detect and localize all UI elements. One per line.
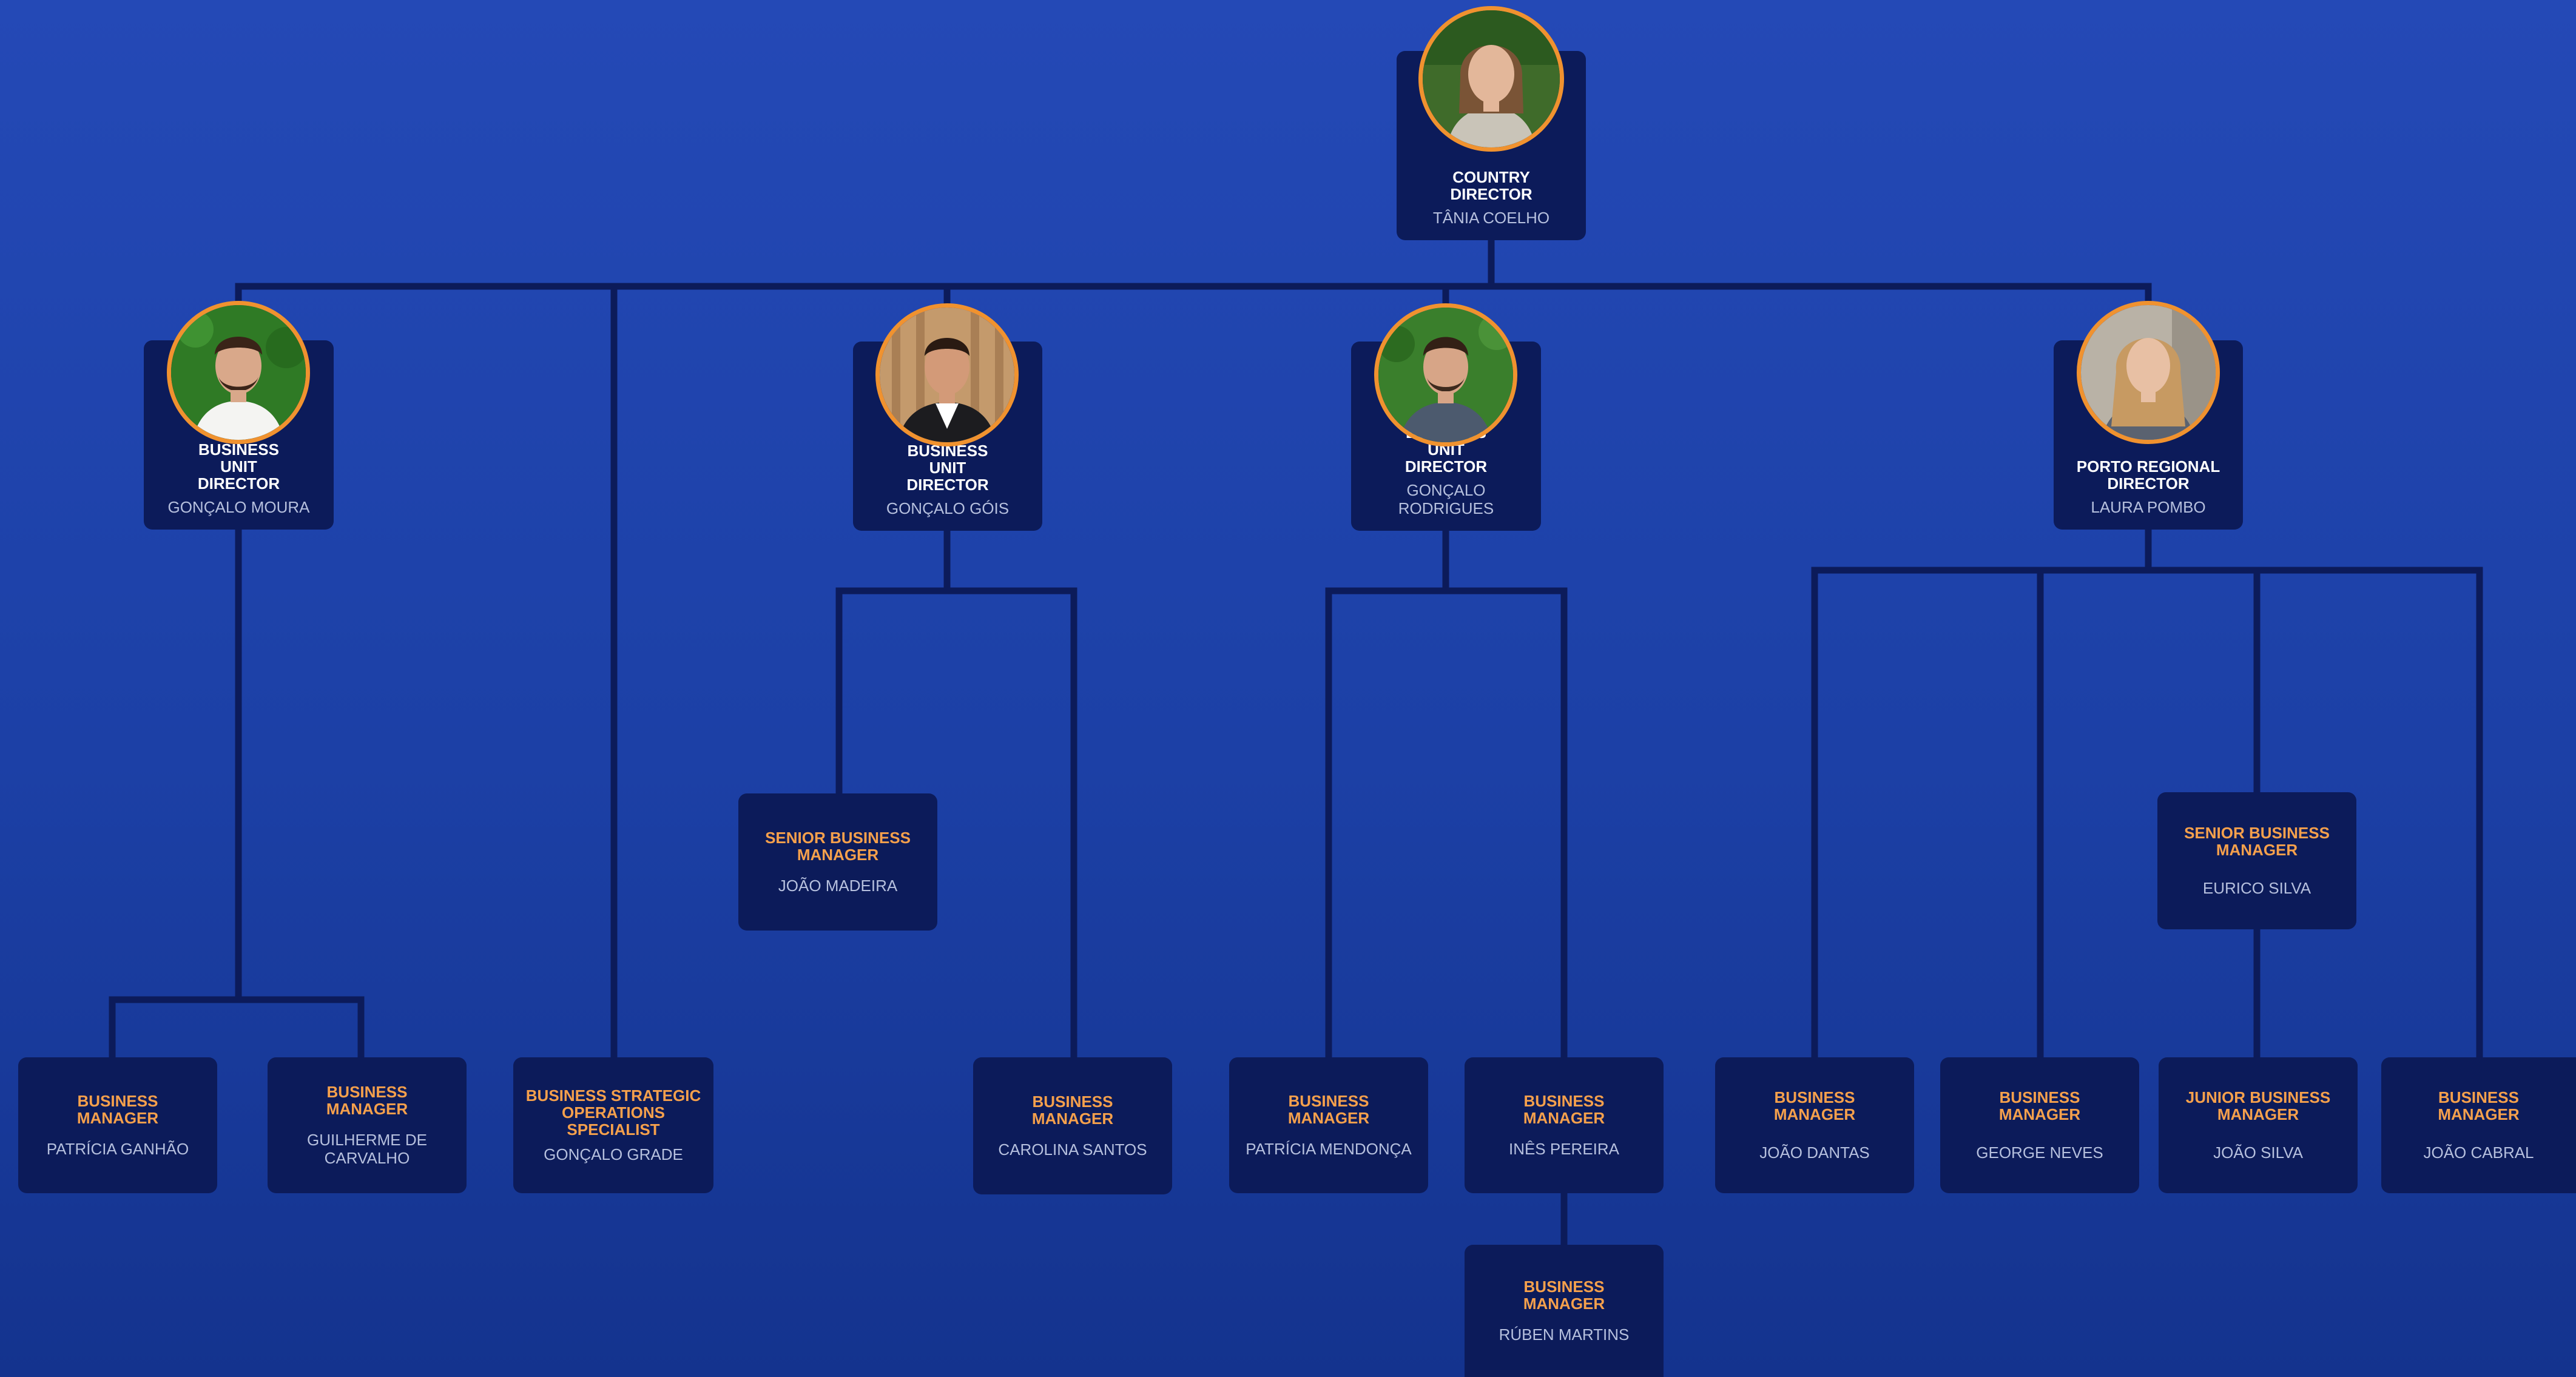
node-role: PORTO REGIONAL DIRECTOR	[2076, 457, 2220, 493]
node-bm-santos[interactable]: BUSINESS MANAGER CAROLINA SANTOS	[973, 1057, 1172, 1194]
connector-porto-branch	[1811, 524, 2483, 1063]
node-name: GONÇALO RODRIGUES	[1398, 481, 1494, 517]
node-role: BUSINESS STRATEGIC OPERATIONS SPECIALIST	[525, 1086, 701, 1139]
connector-gois-branch	[835, 524, 1077, 1063]
node-name: GUILHERME DE CARVALHO	[307, 1131, 427, 1167]
node-bm-ganhao[interactable]: BUSINESS MANAGER PATRÍCIA GANHÃO	[18, 1057, 217, 1193]
node-name: GONÇALO MOURA	[167, 498, 310, 516]
node-bm-neves[interactable]: BUSINESS MANAGER GEORGE NEVES	[1940, 1057, 2139, 1193]
node-bm-cabral[interactable]: BUSINESS MANAGER JOÃO CABRAL	[2381, 1057, 2576, 1193]
node-role: BUSINESS MANAGER	[1998, 1088, 2081, 1123]
node-bm-mendonca[interactable]: BUSINESS MANAGER PATRÍCIA MENDONÇA	[1229, 1057, 1428, 1193]
node-bm-martins[interactable]: BUSINESS MANAGER RÚBEN MARTINS	[1465, 1245, 1664, 1377]
node-role: JUNIOR BUSINESS MANAGER	[2185, 1088, 2331, 1123]
node-role: SENIOR BUSINESS MANAGER	[765, 829, 911, 864]
node-name: JOÃO SILVA	[2213, 1143, 2303, 1162]
node-name: GEORGE NEVES	[1976, 1143, 2103, 1162]
node-role: BUSINESS MANAGER	[1523, 1278, 1605, 1313]
node-bm-dantas[interactable]: BUSINESS MANAGER JOÃO DANTAS	[1715, 1057, 1914, 1193]
node-role: BUSINESS MANAGER	[1523, 1092, 1605, 1127]
node-name: LAURA POMBO	[2091, 498, 2206, 516]
node-name: RÚBEN MARTINS	[1499, 1325, 1630, 1344]
node-name: PATRÍCIA MENDONÇA	[1246, 1140, 1412, 1158]
node-role: BUSINESS MANAGER	[2438, 1088, 2520, 1123]
node-role: BUSINESS MANAGER	[1031, 1093, 1114, 1128]
node-bm-pereira[interactable]: BUSINESS MANAGER INÊS PEREIRA	[1465, 1057, 1664, 1193]
node-role: BUSINESS UNIT DIRECTOR	[197, 440, 280, 493]
node-name: JOÃO MADEIRA	[778, 877, 898, 895]
node-name: PATRÍCIA GANHÃO	[46, 1140, 189, 1158]
node-name: GONÇALO GRADE	[544, 1145, 683, 1163]
node-name: TÂNIA COELHO	[1432, 209, 1550, 227]
node-sbm-madeira[interactable]: SENIOR BUSINESS MANAGER JOÃO MADEIRA	[738, 793, 937, 931]
node-name: JOÃO DANTAS	[1759, 1143, 1870, 1162]
female-portrait-icon	[2077, 301, 2220, 444]
node-jbm-silva[interactable]: JUNIOR BUSINESS MANAGER JOÃO SILVA	[2159, 1057, 2358, 1193]
node-role: BUSINESS MANAGER	[76, 1092, 159, 1127]
node-role: SENIOR BUSINESS MANAGER	[2184, 824, 2330, 859]
node-name: GONÇALO GÓIS	[886, 499, 1010, 517]
male-portrait-suit-icon	[875, 303, 1019, 446]
node-role: COUNTRY DIRECTOR	[1450, 168, 1532, 203]
male-portrait-green-background-icon	[1374, 303, 1517, 446]
connector-moura-branch	[109, 524, 365, 1063]
male-portrait-green-background-icon	[167, 301, 310, 444]
connector-rodrigues-branch	[1325, 524, 1568, 1250]
node-role: BUSINESS UNIT DIRECTOR	[906, 442, 989, 494]
node-bsos-grade[interactable]: BUSINESS STRATEGIC OPERATIONS SPECIALIST…	[513, 1057, 713, 1193]
node-bm-carvalho[interactable]: BUSINESS MANAGER GUILHERME DE CARVALHO	[268, 1057, 467, 1193]
node-role: BUSINESS MANAGER	[1287, 1092, 1370, 1127]
node-name: JOÃO CABRAL	[2423, 1143, 2534, 1162]
node-role: BUSINESS MANAGER	[326, 1083, 408, 1118]
node-name: INÊS PEREIRA	[1508, 1140, 1620, 1158]
node-name: CAROLINA SANTOS	[998, 1140, 1147, 1159]
female-portrait-icon	[1418, 6, 1564, 152]
node-name: EURICO SILVA	[2202, 879, 2311, 897]
node-role: BUSINESS MANAGER	[1773, 1088, 1856, 1123]
node-sbm-silva[interactable]: SENIOR BUSINESS MANAGER EURICO SILVA	[2157, 792, 2356, 929]
